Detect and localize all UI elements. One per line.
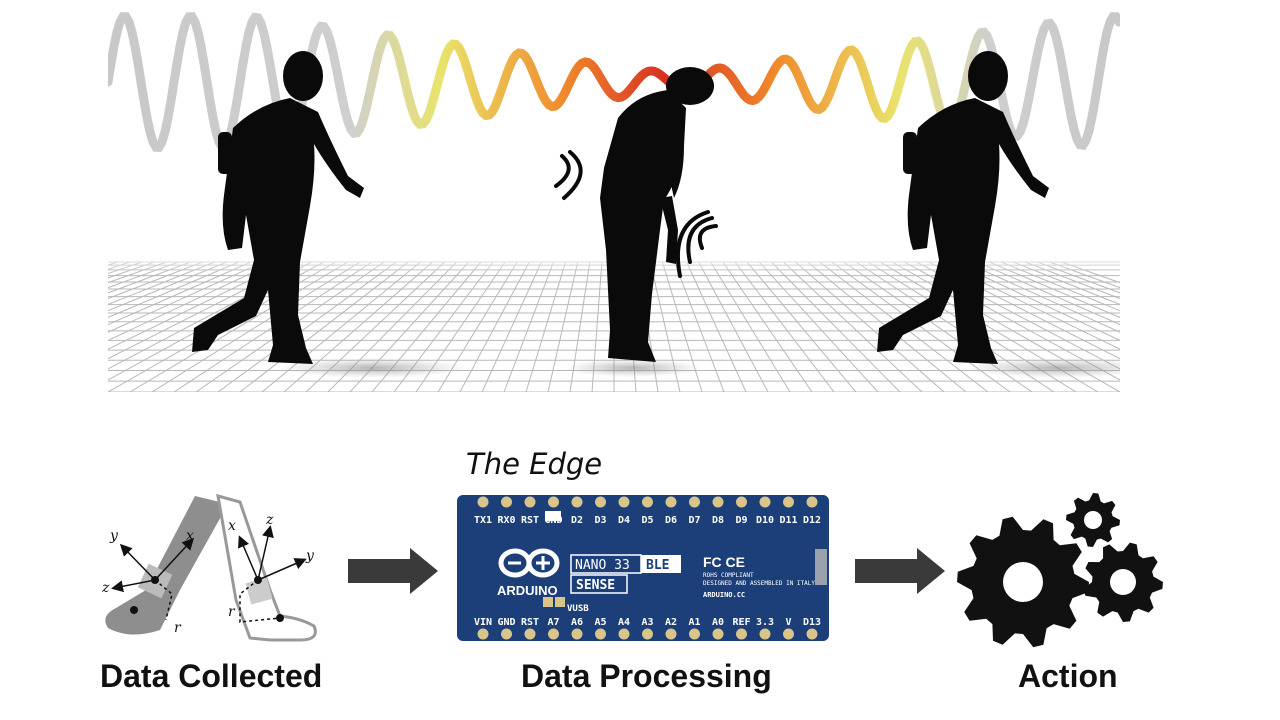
gear-icon [1083,542,1163,622]
pin-label-bottom: D13 [803,617,821,628]
fcc-ce-text: FC CE [703,554,745,570]
pin [759,628,771,640]
axis-y-left: y [109,528,119,544]
pin [689,496,700,508]
pin-label-bottom: V [785,617,791,628]
pin-label-top: D7 [688,515,700,526]
pin [501,496,512,508]
pin-label-bottom: A0 [712,617,724,628]
pin [618,628,630,640]
axis-x-left: x [186,528,194,544]
pin-label-bottom: A7 [547,617,559,628]
pin [642,628,653,640]
pin [783,628,794,640]
pin-label-top: TX1 [474,515,492,526]
pin [783,496,794,508]
vusb-text: VUSB [567,604,589,614]
compliance-text-1: ROHS COMPLIANT [703,572,754,579]
pin [595,496,606,508]
axis-x-right: x [228,518,236,534]
pin [736,628,747,640]
fall-detection-scene [108,0,1120,392]
pin-label-top: D4 [618,515,630,526]
pin [665,628,677,640]
stage-label-action: Action [1018,658,1118,694]
pin [618,496,630,508]
arrow-right-icon [855,548,947,599]
pin-label-top: D12 [803,515,821,526]
pin [712,628,724,640]
pin [642,496,653,508]
pin [712,496,724,508]
model-ble-text: BLE [646,558,669,573]
arduino-board: TX1RX0RSTGNDD2D3D4D5D6D7D8D9D10D11D12 VI… [455,493,831,643]
pin-label-bottom: A3 [641,617,653,628]
pin [548,628,559,640]
pin [736,496,747,508]
model-text: NANO 33 [575,558,630,573]
pin [665,496,677,508]
pin [806,628,818,640]
bottom-pin-row [477,628,818,640]
model-sense-text: SENSE [576,578,615,593]
axis-z-left: z [101,580,110,596]
brand-text: ARDUINO [497,583,558,598]
gear-icon [1066,493,1120,547]
pin [689,628,700,640]
walking-person-left [192,51,364,364]
gears-icon [955,492,1170,652]
pin-label-top: RST [521,515,539,526]
pin [501,628,512,640]
pin-label-bottom: VIN [474,617,492,628]
pin-label-top: D3 [594,515,606,526]
pin [524,628,536,640]
arduino-logo-icon [498,548,560,578]
pin-label-bottom: A4 [618,617,630,628]
pin [571,628,583,640]
pin-label-top: RX0 [497,515,515,526]
pin-label-top: D8 [712,515,724,526]
pin [548,496,559,508]
pin-label-bottom: GND [497,617,515,628]
axis-r-right: r [228,604,236,620]
pin [759,496,771,508]
axis-y-right: y [305,548,315,564]
pin-label-top: D9 [735,515,747,526]
pin [477,628,489,640]
pin-label-bottom: 3.3 [756,617,774,628]
edge-title: The Edge [466,447,603,481]
pin-label-top: D5 [641,515,653,526]
pin [595,628,606,640]
pin [806,496,818,508]
top-pin-row [477,496,818,508]
pin-label-bottom: A5 [594,617,606,628]
pin-label-bottom: A6 [571,617,583,628]
axis-r-left: r [174,620,182,636]
pin [477,496,489,508]
leg-sensor-illustration: y x z r x z y r [100,490,340,655]
pin-label-top: D11 [779,515,797,526]
walking-person-right [877,51,1049,364]
compliance-text-2: DESIGNED AND ASSEMBLED IN ITALY [703,580,815,587]
pin-label-bottom: A2 [665,617,677,628]
falling-person-center [600,67,714,362]
gear-icon [957,516,1089,648]
arrow-right-icon [348,548,440,599]
pin-label-top: D10 [756,515,774,526]
motion-lines [554,150,718,278]
pin-label-top: D2 [571,515,583,526]
axis-z-right: z [265,512,274,528]
pin-label-bottom: REF [732,617,750,628]
stage-label-data-collected: Data Collected [100,658,323,694]
stage-label-data-processing: Data Processing [521,658,772,694]
pin [524,496,536,508]
pin-label-top: D6 [665,515,677,526]
site-text: ARDUINO.CC [703,591,745,599]
pin [571,496,583,508]
pin-label-bottom: A1 [688,617,700,628]
pin-label-bottom: RST [521,617,539,628]
